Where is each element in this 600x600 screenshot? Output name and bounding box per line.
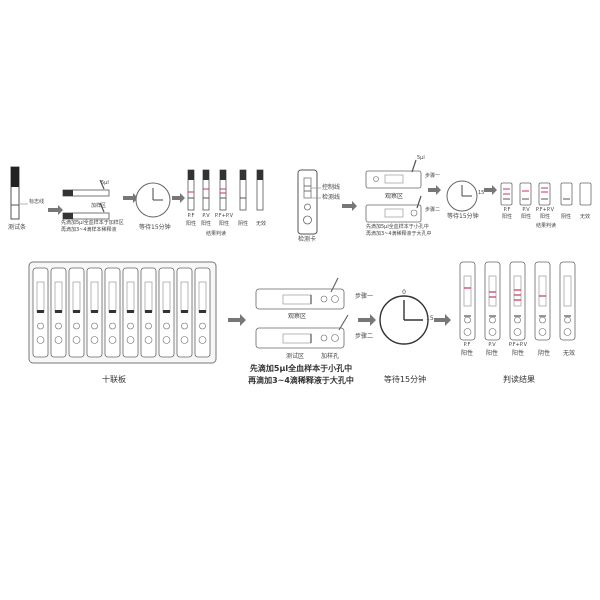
result-status: 阴性	[237, 221, 249, 227]
result-label: P.V	[488, 342, 496, 348]
wait-label: 等待15分钟	[447, 213, 479, 220]
result-label: P.V	[202, 213, 210, 219]
arrow-right-icon	[358, 314, 376, 326]
control-line-label: 控制线	[322, 184, 341, 191]
clock-icon	[135, 182, 171, 218]
arrow-right-icon	[228, 314, 246, 326]
result-strip	[559, 261, 576, 341]
result-status: 阴性	[560, 214, 572, 220]
plate-well	[104, 267, 121, 358]
arrow-right-icon	[484, 185, 497, 195]
result-strip	[534, 261, 551, 341]
result-status: 阳性	[460, 350, 474, 357]
result-status: 无效	[579, 214, 591, 220]
arrow-right-icon	[428, 185, 441, 195]
clock-icon	[446, 180, 478, 212]
arrow-right-icon	[342, 201, 357, 211]
plate-well	[122, 267, 139, 358]
strip-label: 测试条	[8, 224, 27, 231]
plate-well	[140, 267, 157, 358]
step-text-1: 先滴加5μl全血样本于小孔中	[366, 224, 429, 230]
marker-line-label: 标志线	[29, 199, 45, 205]
result-status: 阳性	[520, 214, 532, 220]
horizontal-cassette-step2	[365, 195, 422, 223]
step-text-2: 再滴加3~4滴稀释液于大孔中	[366, 231, 432, 237]
result-status: 阳性	[185, 221, 197, 227]
clock-icon	[379, 295, 429, 345]
large-cassette-step1	[255, 277, 345, 310]
result-label: P.F+P.V	[508, 342, 528, 348]
arrow-right-icon	[172, 193, 185, 203]
result-strips-panel1	[187, 169, 264, 211]
result-label: P.F	[503, 207, 511, 213]
plate-well	[32, 267, 49, 358]
wait-label: 等待15分钟	[139, 224, 171, 231]
sample-hole-label: 加样孔	[321, 353, 340, 360]
test-line-label: 检测线	[322, 194, 341, 201]
plate-well	[68, 267, 85, 358]
result-cassettes-panel2	[500, 182, 592, 206]
result-status: 阴性	[537, 350, 551, 357]
test-zone-label: 测试区	[286, 353, 305, 360]
clock-right-number: 15	[426, 315, 434, 322]
result-status: 阳性	[218, 221, 230, 227]
result-status: 阳性	[200, 221, 212, 227]
result-status: 阳性	[511, 350, 525, 357]
test-strip-vertical	[10, 166, 20, 220]
result-strip	[484, 261, 501, 341]
plate-label: 十联板	[102, 375, 126, 384]
result-status: 阳性	[501, 214, 513, 220]
result-strip	[459, 261, 476, 341]
step1-label: 步骤一	[425, 173, 441, 179]
result-label: P.F	[463, 342, 471, 348]
plate-well	[50, 267, 67, 358]
step2-label: 步骤二	[425, 207, 441, 213]
horizontal-cassette-step1	[365, 159, 422, 189]
ten-well-plate	[28, 261, 217, 364]
arrow-right-icon	[434, 314, 451, 326]
step-text-1: 先滴加5μl全血样本于加样区	[61, 220, 124, 226]
plate-well	[194, 267, 211, 358]
sample-zone-label: 加样区	[91, 203, 107, 209]
result-label: P.F+P.V	[214, 213, 234, 219]
arrow-right-icon	[123, 193, 138, 203]
step-text-2: 再滴加3~4滴样本稀释液	[61, 227, 117, 233]
result-title: 判读结果	[503, 375, 535, 384]
result-label: P.F+P.V	[535, 207, 555, 213]
result-status: 无效	[255, 221, 267, 227]
test-cassette	[297, 169, 318, 235]
step-text-2: 再滴加3~4滴稀释液于大孔中	[248, 376, 354, 385]
clock-number: 15	[478, 190, 485, 196]
result-title: 结果判读	[206, 231, 227, 237]
result-status: 无效	[562, 350, 576, 357]
large-cassette-step2	[255, 314, 349, 349]
card-label: 检测卡	[298, 236, 317, 243]
plate-well	[86, 267, 103, 358]
clock-top-number: 0	[402, 289, 406, 296]
window-label: 观察区	[385, 193, 404, 200]
result-status: 阳性	[539, 214, 551, 220]
step1-label: 步骤一	[355, 293, 374, 300]
result-label: P.F	[187, 213, 195, 219]
window-label: 观察区	[288, 313, 307, 320]
test-strip-horizontal-2	[62, 202, 110, 220]
result-strip	[509, 261, 526, 341]
test-strip-horizontal-1	[62, 179, 110, 197]
volume-label: 5μl	[101, 180, 109, 186]
result-label: P.V	[522, 207, 530, 213]
step2-label: 步骤二	[355, 333, 374, 340]
plate-well	[176, 267, 193, 358]
step-text-1: 先滴加5μl全血样本于小孔中	[249, 364, 353, 373]
result-title: 结果判读	[536, 223, 557, 229]
wait-label: 等待15分钟	[383, 375, 427, 384]
arrow-right-icon	[48, 205, 63, 215]
volume-label: 5μl	[417, 155, 425, 161]
result-status: 阳性	[485, 350, 499, 357]
plate-well	[158, 267, 175, 358]
result-strips-panel3	[459, 261, 576, 341]
